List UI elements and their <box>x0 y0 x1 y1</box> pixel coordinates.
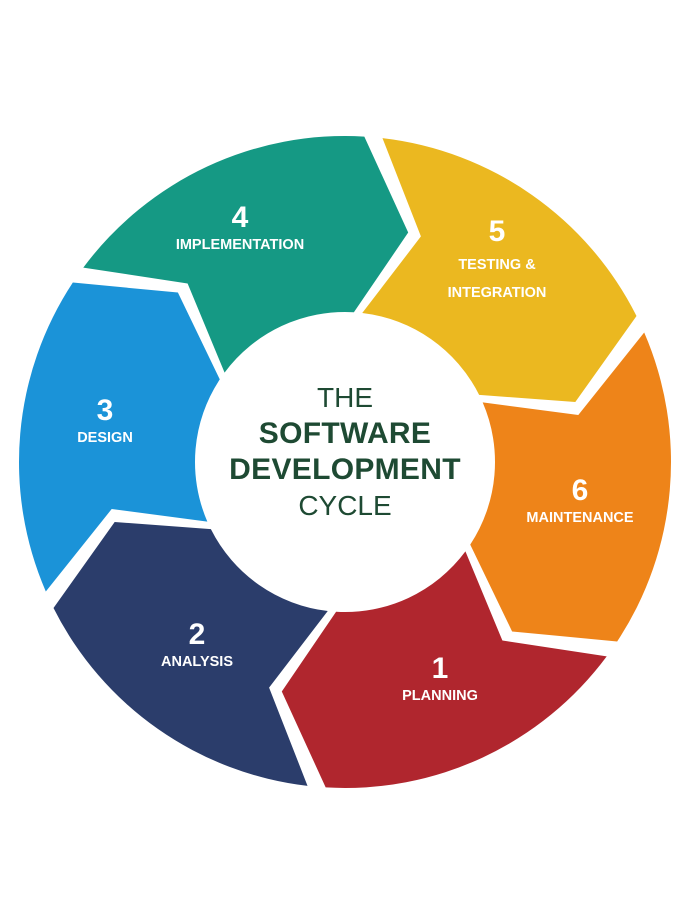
stage-5-number: 5 <box>488 215 506 248</box>
stage-2-label: 2 ANALYSIS <box>161 620 233 674</box>
stage-4-number: 4 <box>231 201 249 234</box>
title-line-2: SOFTWARE <box>258 417 432 450</box>
stage-4-segment <box>83 136 409 373</box>
stage-3-segment <box>18 282 220 592</box>
stage-1-segment <box>281 551 607 789</box>
stage-4-name: IMPLEMENTATION <box>175 237 305 253</box>
stage-1-label: 1 PLANNING <box>402 654 478 708</box>
stage-5-label: 5 TESTING & INTEGRATION <box>448 217 547 307</box>
stage-2-segment <box>53 521 328 786</box>
stage-3-name: DESIGN <box>77 430 133 446</box>
stage-4-label: 4 IMPLEMENTATION <box>176 203 304 257</box>
title-line-4: CYCLE <box>298 490 392 521</box>
title-line-3: DEVELOPMENT <box>229 453 461 486</box>
stage-1-number: 1 <box>431 652 449 685</box>
stage-6-segment <box>470 332 671 642</box>
stage-3-label: 3 DESIGN <box>77 396 133 450</box>
stage-3-number: 3 <box>96 394 114 427</box>
stage-6-name: MAINTENANCE <box>526 510 634 526</box>
stage-2-number: 2 <box>188 618 206 651</box>
stage-1-name: PLANNING <box>402 688 478 704</box>
stage-6-label: 6 MAINTENANCE <box>526 476 633 530</box>
stage-5-segment <box>362 138 637 403</box>
stage-5-name: TESTING & INTEGRATION <box>447 257 547 301</box>
title-line-1: THE <box>317 382 373 413</box>
stage-6-number: 6 <box>571 474 589 507</box>
stage-2-name: ANALYSIS <box>161 654 233 670</box>
center-title: THE SOFTWARE DEVELOPMENT CYCLE <box>229 380 461 524</box>
